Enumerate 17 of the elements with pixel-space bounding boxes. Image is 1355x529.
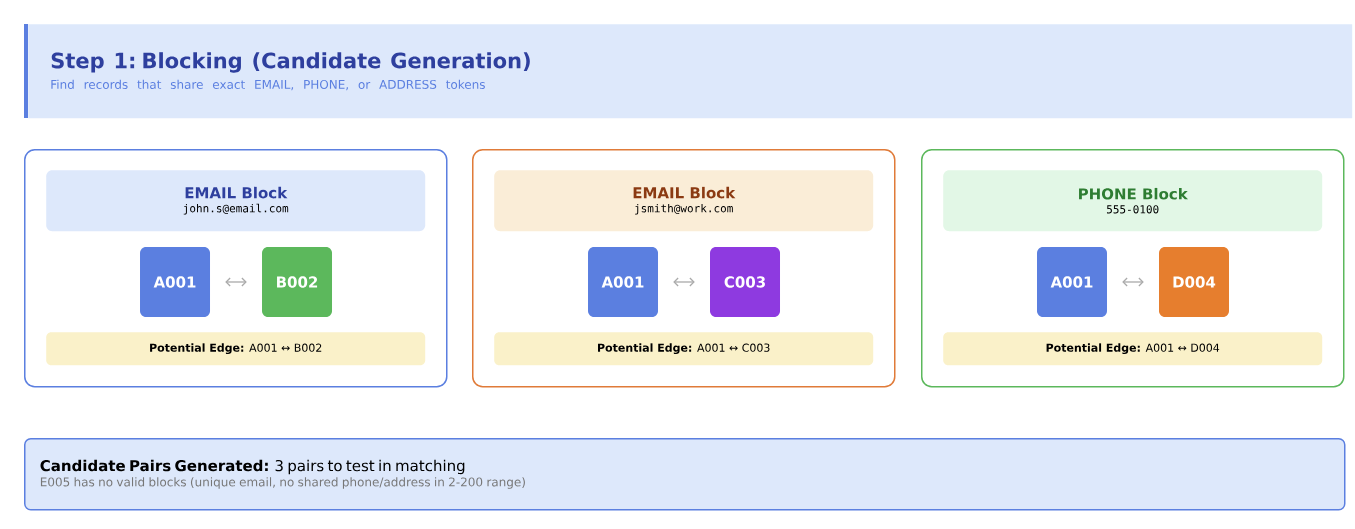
block-header: EMAIL Block john.s@email.com — [46, 170, 426, 232]
record-box: B002 — [262, 247, 332, 317]
record-box: C003 — [710, 247, 780, 317]
record-box: A001 — [140, 247, 210, 317]
double-arrow — [1122, 277, 1144, 287]
summary-box: Candidate Pairs Generated: 3 pairs to test in matching E005 has no valid blocks (unique email, no shared phone/address in 2-200 range) — [24, 438, 1346, 511]
double-arrow — [673, 277, 695, 287]
record-box: A001 — [1037, 247, 1107, 317]
block-header: EMAIL Block jsmith@work.com — [494, 170, 874, 232]
potential-edge-bar: Potential Edge: A001 ↔ D004 — [943, 332, 1323, 366]
record-box: D004 — [1159, 247, 1229, 317]
block-header: PHONE Block 555-0100 — [943, 170, 1323, 232]
header-banner: Step 1: Blocking (Candidate Generation) Find records that share exact EMAIL, PHONE, or ADDRESS tokens — [24, 24, 1353, 119]
potential-edge-bar: Potential Edge: A001 ↔ C003 — [494, 332, 874, 366]
potential-edge-bar: Potential Edge: A001 ↔ B002 — [46, 332, 426, 366]
double-arrow — [225, 277, 247, 287]
record-box: A001 — [588, 247, 658, 317]
